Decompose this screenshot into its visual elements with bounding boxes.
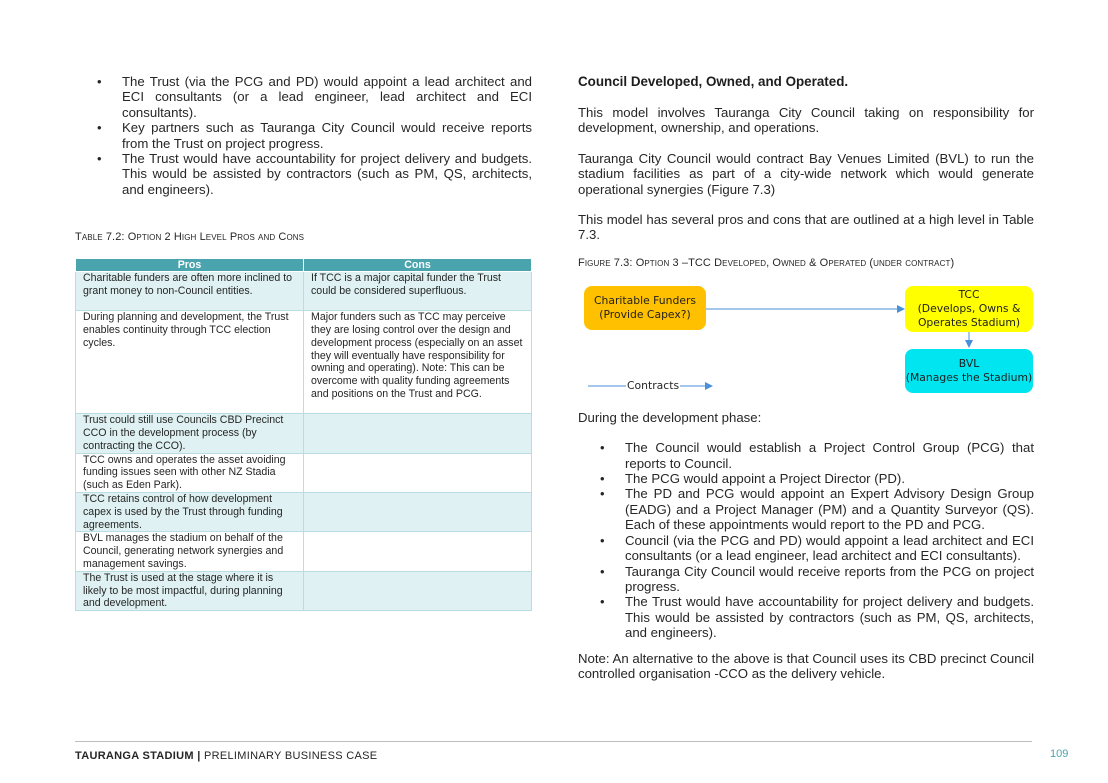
left-column: The Trust (via the PCG and PD) would app… <box>75 74 532 612</box>
list-item: The Council would establish a Project Co… <box>578 440 1034 471</box>
table-cell-con: If TCC is a major capital funder the Tru… <box>303 271 532 312</box>
list-item: The Trust would have accountability for … <box>75 151 532 197</box>
table-row: TCC owns and operates the asset avoiding… <box>75 452 532 494</box>
footer-divider <box>75 741 1032 742</box>
right-column: Council Developed, Owned, and Operated. … <box>578 74 1034 681</box>
table-row: The Trust is used at the stage where it … <box>75 570 532 612</box>
pros-cons-table: Pros Cons Charitable funders are often m… <box>75 258 532 612</box>
figure-caption: Figure 7.3: Option 3 –TCC Developed, Own… <box>578 256 955 269</box>
table-row: Trust could still use Councils CBD Preci… <box>75 413 532 454</box>
table-cell-con: Major funders such as TCC may perceive t… <box>303 310 532 415</box>
footer-title: TAURANGA STADIUM | PRELIMINARY BUSINESS … <box>75 750 378 762</box>
section-heading: Council Developed, Owned, and Operated. <box>578 74 849 89</box>
paragraph: This model has several pros and cons tha… <box>578 212 1034 243</box>
list-item: The PD and PCG would appoint an Expert A… <box>578 486 1034 532</box>
list-item: Tauranga City Council would receive repo… <box>578 564 1034 595</box>
table-row: During planning and development, the Tru… <box>75 310 532 415</box>
table-cell-con <box>303 413 532 454</box>
structure-diagram: Charitable Funders (Provide Capex?) TCC … <box>578 280 1034 396</box>
note-paragraph: Note: An alternative to the above is tha… <box>578 650 1034 681</box>
table-cell-con <box>303 492 532 533</box>
table-cell-pro: The Trust is used at the stage where it … <box>75 570 304 612</box>
table-cell-pro: TCC retains control of how development c… <box>75 492 304 533</box>
page-number: 109 <box>1050 748 1069 760</box>
left-bullet-list: The Trust (via the PCG and PD) would app… <box>75 74 532 197</box>
contracts-legend-label: Contracts <box>626 378 681 392</box>
table-caption: Table 7.2: Option 2 High Level Pros and … <box>75 231 305 244</box>
list-item: The Trust would have accountability for … <box>578 594 1034 640</box>
tcc-box: TCC (Develops, Owns & Operates Stadium) <box>905 285 1033 332</box>
table-row: BVL manages the stadium on behalf of the… <box>75 531 532 572</box>
table-cell-con <box>303 570 532 612</box>
charitable-funders-box: Charitable Funders (Provide Capex?) <box>584 285 706 330</box>
header-pros: Pros <box>75 258 304 273</box>
list-item: The PCG would appoint a Project Director… <box>578 471 1034 487</box>
table-cell-con <box>303 452 532 494</box>
table-row: Charitable funders are often more inclin… <box>75 271 532 312</box>
bvl-box: BVL (Manages the Stadium) <box>905 348 1033 393</box>
table-cell-pro: During planning and development, the Tru… <box>75 310 304 415</box>
right-bullet-list: The Council would establish a Project Co… <box>578 440 1034 640</box>
list-item: Key partners such as Tauranga City Counc… <box>75 120 532 151</box>
table-cell-con <box>303 531 532 572</box>
table-cell-pro: Trust could still use Councils CBD Preci… <box>75 413 304 454</box>
list-item: The Trust (via the PCG and PD) would app… <box>75 74 532 120</box>
table-header-row: Pros Cons <box>75 258 532 273</box>
table-cell-pro: BVL manages the stadium on behalf of the… <box>75 531 304 572</box>
table-cell-pro: Charitable funders are often more inclin… <box>75 271 304 312</box>
list-item: Council (via the PCG and PD) would appoi… <box>578 533 1034 564</box>
table-row: TCC retains control of how development c… <box>75 492 532 533</box>
table-cell-pro: TCC owns and operates the asset avoiding… <box>75 452 304 494</box>
paragraph: Tauranga City Council would contract Bay… <box>578 150 1034 197</box>
header-cons: Cons <box>303 258 532 273</box>
paragraph: During the development phase: <box>578 409 762 425</box>
paragraph: This model involves Tauranga City Counci… <box>578 105 1034 136</box>
